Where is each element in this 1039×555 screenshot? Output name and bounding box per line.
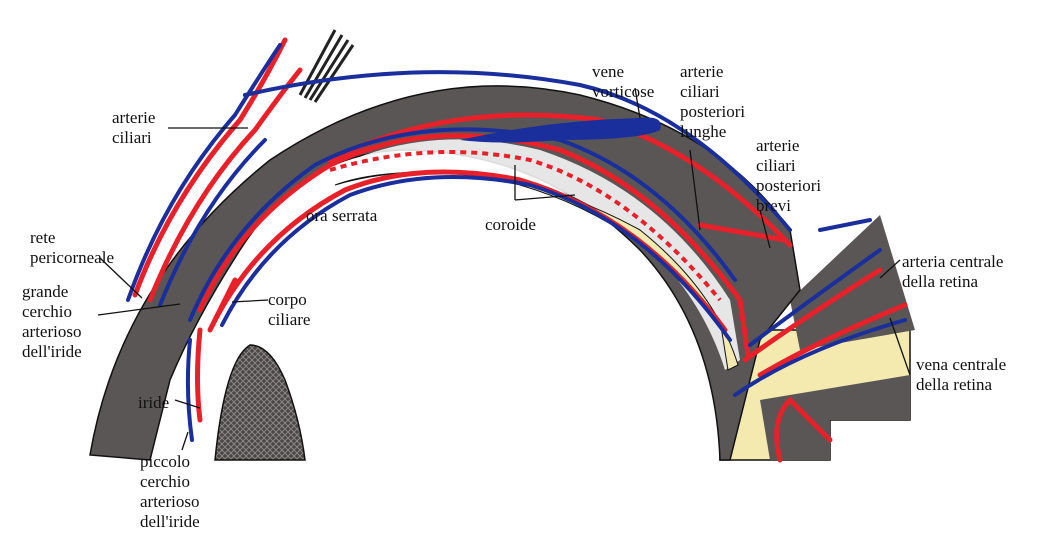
label-arterie-posteriori-brevi: arterie ciliari posteriori brevi [756,136,821,216]
label-iride: iride [138,393,169,413]
label-rete-pericorneale: rete pericorneale [30,228,114,268]
eyelash-lines [300,30,353,102]
label-arterie-posteriori-lunghe: arterie ciliari posteriori lunghe [680,62,745,142]
label-corpo-ciliare: corpo ciliare [268,290,310,330]
label-grande-cerchio: grande cerchio arterioso dell'iride [22,282,82,362]
label-arteria-centrale: arteria centrale della retina [902,252,1003,292]
label-coroide: coroide [485,215,536,235]
label-vena-centrale: vena centrale della retina [916,355,1006,395]
lens [215,345,305,460]
label-arterie-ciliari: arterie ciliari [112,108,155,148]
label-vene-vorticose: vene vorticose [592,62,654,102]
label-piccolo-cerchio: piccolo cerchio arterioso dell'iride [140,452,200,532]
label-ora-serrata: ora serrata [306,206,377,226]
